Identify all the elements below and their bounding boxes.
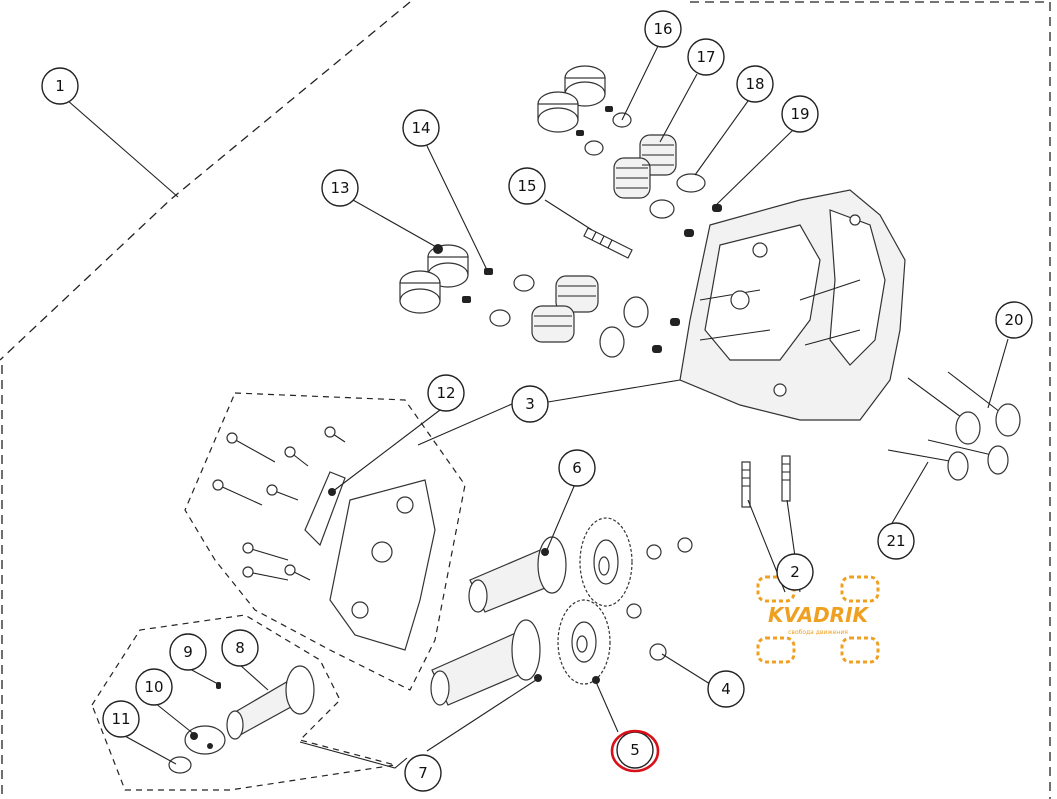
cam-sprocket-upper: [579, 517, 633, 607]
tappet-bucket-upper: [537, 65, 606, 133]
tappet-bucket-13: [399, 244, 469, 314]
camshaft-upper: [468, 536, 567, 613]
callout-3: 3: [511, 385, 549, 423]
spark-plug-15: [583, 227, 633, 259]
watermark-tagline: свобода движения: [788, 629, 848, 636]
callout-1: 1: [41, 67, 79, 105]
callout-5: 5: [616, 731, 654, 769]
highlight-ring-5: [610, 729, 660, 773]
callout-label: 17: [696, 48, 715, 66]
cam-sprocket-lower: [557, 599, 611, 685]
callout-label: 15: [517, 177, 536, 195]
kvadrik-watermark: KVADRIK свобода движения: [756, 575, 880, 664]
callout-11: 11: [102, 700, 140, 738]
callout-17: 17: [687, 38, 725, 76]
washers-and-seals: [462, 106, 722, 358]
bracket-group-boundary: [184, 392, 466, 691]
callout-label: 18: [745, 75, 764, 93]
decomp-camshaft-8: [226, 665, 315, 740]
callout-label: 8: [235, 639, 245, 657]
callout-16: 16: [644, 10, 682, 48]
callout-label: 4: [721, 680, 731, 698]
callout-12: 12: [427, 374, 465, 412]
camshaft-group-boundary: [91, 614, 396, 791]
callout-label: 1: [55, 77, 65, 95]
sprocket-bolts-4: [626, 537, 693, 661]
camshaft-lower: [430, 619, 542, 706]
callout-label: 9: [183, 643, 193, 661]
callout-label: 20: [1004, 311, 1023, 329]
valve-springs: [531, 134, 677, 343]
callout-4: 4: [707, 670, 745, 708]
callout-label: 16: [653, 20, 672, 38]
callout-19: 19: [781, 95, 819, 133]
callout-8: 8: [221, 629, 259, 667]
callout-label: 2: [790, 563, 800, 581]
bracket-bolts: [212, 426, 346, 581]
callout-label: 12: [436, 384, 455, 402]
callout-2: 2: [776, 553, 814, 591]
valves: [887, 371, 1021, 481]
callout-label: 14: [411, 119, 430, 137]
camshaft-bracket-12: [304, 471, 436, 651]
callout-label: 10: [144, 678, 163, 696]
decomp-weight-10: [184, 725, 226, 755]
callout-10: 10: [135, 668, 173, 706]
callout-14: 14: [402, 109, 440, 147]
callout-18: 18: [736, 65, 774, 103]
callout-9: 9: [169, 633, 207, 671]
callout-label: 13: [330, 179, 349, 197]
callout-7: 7: [404, 754, 442, 792]
callout-label: 5: [630, 741, 640, 759]
callout-13: 13: [321, 169, 359, 207]
callout-label: 3: [525, 395, 535, 413]
callout-6: 6: [558, 449, 596, 487]
callout-21: 21: [877, 522, 915, 560]
callout-label: 21: [886, 532, 905, 550]
callout-15: 15: [508, 167, 546, 205]
watermark-brand: KVADRIK: [768, 603, 870, 627]
callout-label: 19: [790, 105, 809, 123]
callout-20: 20: [995, 301, 1033, 339]
callout-label: 7: [418, 764, 428, 782]
studs-2: [741, 455, 791, 508]
cylinder-head: [679, 189, 906, 421]
leader-lines: [66, 45, 1009, 769]
circlip-11: [168, 756, 192, 774]
callout-label: 11: [111, 710, 130, 728]
callout-label: 6: [572, 459, 582, 477]
